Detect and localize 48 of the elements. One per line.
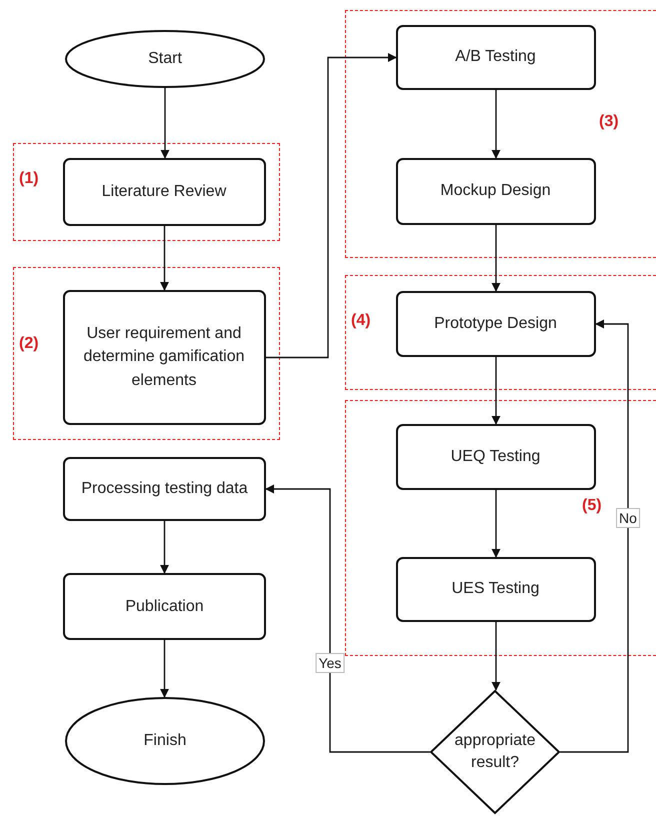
step-number: (2) xyxy=(19,335,39,353)
arrow xyxy=(492,490,500,558)
process-box xyxy=(396,24,596,90)
arrow xyxy=(560,320,629,753)
step-number: (4) xyxy=(351,312,371,330)
process-box xyxy=(396,290,596,356)
arrow xyxy=(160,521,169,574)
step-label: UES Testing xyxy=(452,579,540,600)
process-box xyxy=(396,424,596,490)
arrow xyxy=(492,90,500,159)
process-box xyxy=(63,457,266,521)
dashed-group-region xyxy=(345,10,656,258)
arrow xyxy=(160,640,169,698)
arrow xyxy=(160,226,169,291)
terminal-ellipse xyxy=(65,697,265,785)
step-number: (1) xyxy=(19,170,39,188)
dashed-group-region xyxy=(13,143,280,241)
step-number: (5) xyxy=(582,497,602,515)
step-label: User requirement and determine gamification elements xyxy=(82,324,246,391)
dashed-group-region xyxy=(13,267,280,440)
terminal-label: Finish xyxy=(144,732,186,750)
step-label: UEQ Testing xyxy=(450,446,540,467)
process-box xyxy=(396,556,596,622)
arrow xyxy=(492,357,500,425)
terminal-ellipse xyxy=(65,30,265,88)
arrow xyxy=(160,88,170,159)
process-box xyxy=(396,158,596,224)
step-label: Mockup Design xyxy=(440,181,551,202)
arrow xyxy=(265,484,430,753)
process-box xyxy=(62,290,266,424)
step-label: Processing testing data xyxy=(81,479,248,500)
step-number: (3) xyxy=(599,113,619,131)
edge-label: No xyxy=(616,508,640,528)
process-box xyxy=(62,158,266,226)
dashed-group-region xyxy=(345,400,656,656)
arrow xyxy=(492,225,500,292)
dashed-group-region xyxy=(345,275,656,390)
step-label: Literature Review xyxy=(102,182,226,202)
step-label: Prototype Design xyxy=(434,314,557,334)
terminal-label: Start xyxy=(148,50,182,68)
decision-diamond xyxy=(430,690,560,814)
process-box xyxy=(63,573,266,640)
arrow xyxy=(492,622,500,691)
decision-text: appropriate result? xyxy=(454,731,536,773)
edge-label: Yes xyxy=(316,653,344,673)
arrow xyxy=(266,53,397,358)
step-label: Publication xyxy=(125,596,204,617)
step-label: A/B Testing xyxy=(455,47,536,68)
